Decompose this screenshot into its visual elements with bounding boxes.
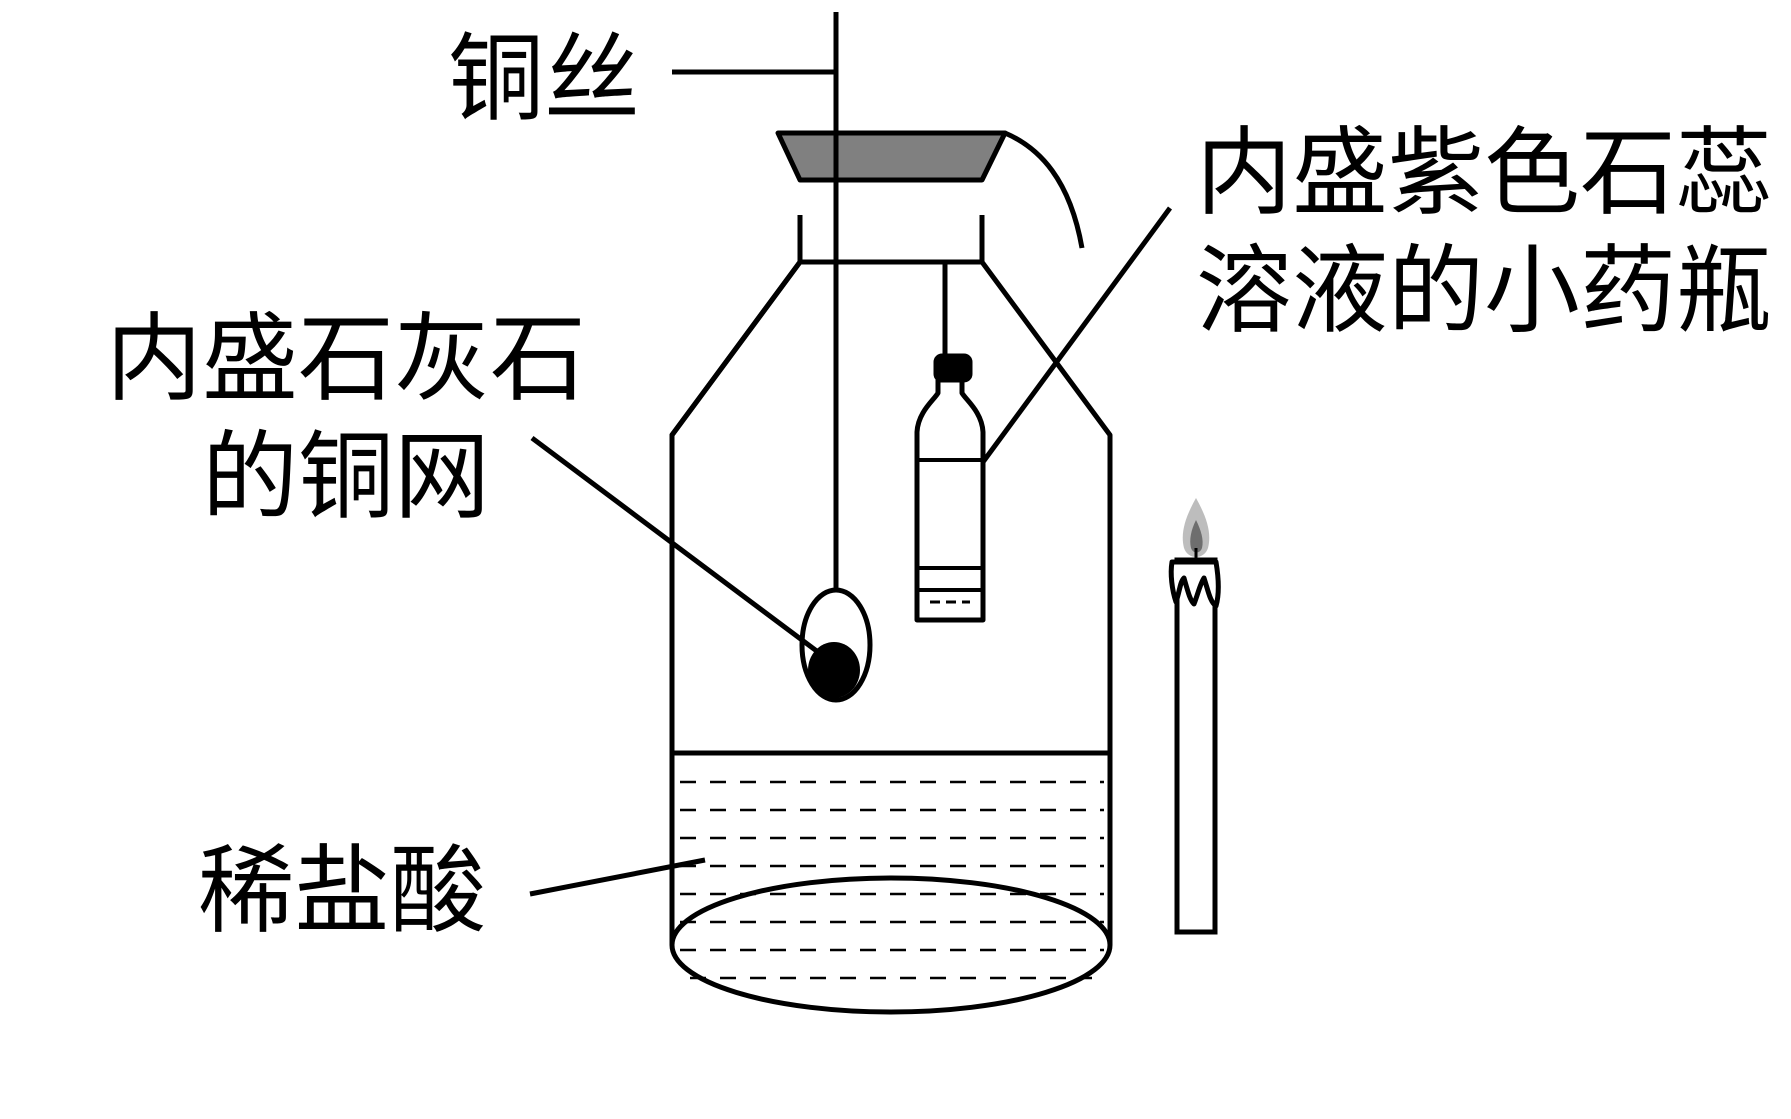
label-litmus-vial-line2: 溶液的小药瓶 [1196,235,1772,347]
vial-body [914,377,986,623]
candle-body [1174,557,1218,935]
label-litmus-vial-line1: 内盛紫色石蕊 [1196,117,1772,229]
candle-wax-drip [1168,559,1221,609]
jar-bottom-ellipse [669,875,1113,1015]
label-dilute-hcl: 稀盐酸 [198,835,486,947]
dilute-hcl-liquid [672,750,1110,980]
label-limestone-mesh-line1: 内盛石灰石 [106,303,586,415]
label-limestone-mesh-line2: 的铜网 [202,421,490,533]
leader-lines [529,69,1173,897]
leader-dilute-hcl [529,857,706,897]
copper-mesh-with-limestone [799,587,873,703]
jar-stopper [775,130,1008,183]
lit-candle [1168,498,1221,935]
limestone-lump [808,642,860,698]
label-copper-wire: 铜丝 [448,23,640,135]
gas-jar [669,215,1113,1015]
liquid-dashes [680,780,1104,980]
jar-outline [669,215,803,945]
vial-cap [933,353,973,383]
candle-flame-inner [1190,520,1203,553]
leader-litmus-vial [980,206,1173,464]
leader-limestone-mesh [530,435,820,655]
leader-stopper-tail [1004,130,1085,249]
litmus-vial [914,262,986,623]
jar-right-wall [979,215,1113,945]
jar-left-wall [669,215,803,945]
